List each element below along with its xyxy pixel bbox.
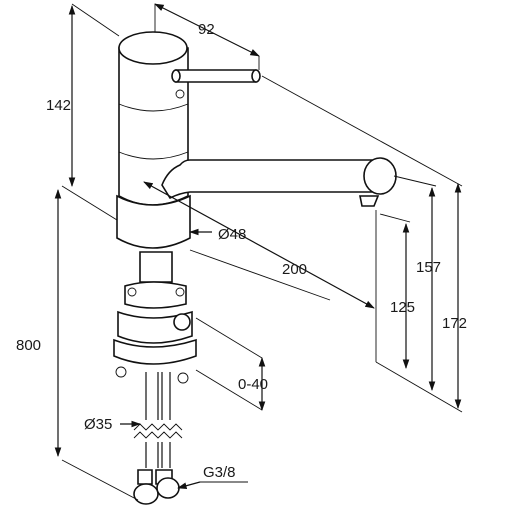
mounting-assembly (113, 251, 197, 505)
label-d35: Ø35 (84, 416, 112, 433)
dimension-800: 800 (16, 189, 62, 457)
label-800: 800 (16, 337, 41, 354)
faucet-body (116, 31, 191, 249)
dimension-142: 142 (46, 5, 76, 187)
label-d48: Ø48 (218, 226, 246, 243)
label-g38: G3/8 (203, 464, 236, 481)
label-172: 172 (442, 315, 467, 332)
dimension-172: 172 (442, 183, 467, 409)
label-92: 92 (198, 21, 215, 38)
label-125: 125 (390, 299, 415, 316)
label-200: 200 (282, 261, 307, 278)
lever-handle (171, 69, 261, 99)
dimension-92: 92 (154, 3, 260, 70)
dimension-0-40: 0-40 (238, 357, 268, 411)
dimension-125: 125 (390, 223, 415, 369)
dimension-157: 157 (416, 187, 441, 391)
label-142: 142 (46, 97, 71, 114)
label-157: 157 (416, 259, 441, 276)
spout (161, 157, 397, 207)
dimension-d48: Ø48 (189, 226, 246, 243)
label-0-40: 0-40 (238, 376, 268, 393)
dimension-g38: G3/8 (177, 464, 248, 489)
dimension-d35: Ø35 (84, 416, 141, 433)
dimension-200: 200 (143, 181, 375, 309)
